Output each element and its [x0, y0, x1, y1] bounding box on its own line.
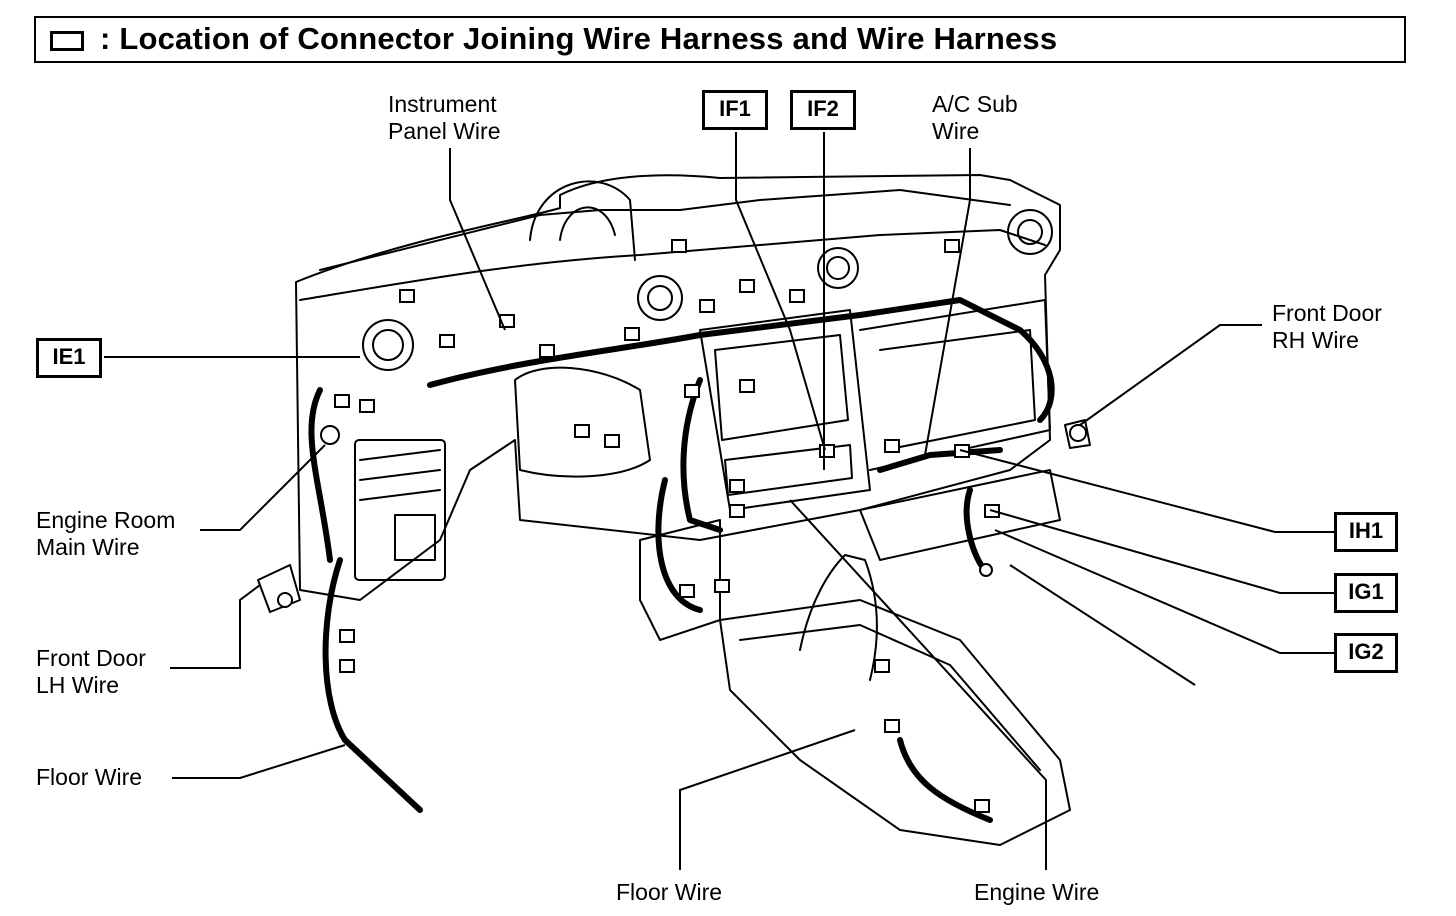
- page-title: : Location of Connector Joining Wire Har…: [100, 21, 1058, 56]
- title-box: : Location of Connector Joining Wire Har…: [34, 16, 1406, 63]
- center-console: [719, 599, 1071, 846]
- left-vent: [362, 319, 414, 371]
- label-floor-wire-bottom: Floor Wire: [616, 879, 723, 905]
- floor-harness-left: [322, 557, 423, 813]
- label-line: Engine Room: [36, 507, 176, 533]
- center-vent-left: [637, 275, 683, 321]
- label-instrument-panel-wire: Instrument Panel Wire: [388, 91, 500, 145]
- label-floor-wire-left: Floor Wire: [36, 764, 143, 790]
- shift-boot: [799, 554, 878, 681]
- label-line: Wire: [932, 118, 980, 144]
- leader-front-door-lh: [170, 584, 261, 669]
- leader-engine-wire: [789, 499, 1047, 870]
- label-front-door-lh-wire: Front Door LH Wire: [36, 645, 146, 699]
- connector-code-ig1: IG1: [1334, 573, 1398, 613]
- label-line: Front Door: [1272, 300, 1382, 326]
- leader-engine-room: [200, 444, 326, 531]
- leader-if1: [735, 132, 826, 451]
- center-harness: [680, 377, 723, 533]
- connector-code-if2: IF2: [790, 90, 856, 130]
- label-line: RH Wire: [1272, 327, 1359, 353]
- leader-instrument-panel: [449, 148, 506, 331]
- leader-floor-bottom: [679, 729, 856, 870]
- label-engine-wire: Engine Wire: [974, 879, 1100, 905]
- leader-front-door-rh: [1079, 324, 1262, 426]
- label-line: LH Wire: [36, 672, 120, 698]
- instrument-panel-harness: [427, 297, 1055, 423]
- right-vent: [1007, 209, 1053, 255]
- connector-code-ie1: IE1: [36, 338, 102, 378]
- label-line: Main Wire: [36, 534, 140, 560]
- connector-box-symbol-icon: [50, 31, 84, 51]
- ac-harness: [877, 447, 1003, 473]
- connector-code-ih1: IH1: [1334, 512, 1398, 552]
- label-ac-sub-wire: A/C Sub Wire: [932, 91, 1018, 145]
- dashboard-outline: [295, 174, 1061, 601]
- leader-floor-left: [172, 744, 346, 779]
- leader-ac-sub: [924, 148, 971, 456]
- meter-hood: [529, 180, 636, 261]
- label-front-door-rh-wire: Front Door RH Wire: [1272, 300, 1382, 354]
- center-stack: [699, 309, 871, 511]
- label-line: Instrument: [388, 91, 497, 117]
- leader-ig1: [989, 509, 1336, 594]
- leader-ig2: [994, 529, 1336, 654]
- center-vent-right: [817, 247, 859, 289]
- label-line: A/C Sub: [932, 91, 1018, 117]
- connector-code-if1: IF1: [702, 90, 768, 130]
- label-line: Front Door: [36, 645, 146, 671]
- label-engine-room-main-wire: Engine Room Main Wire: [36, 507, 175, 561]
- junction-block: [354, 439, 446, 581]
- leader-ih1: [959, 449, 1336, 533]
- connector-code-ig2: IG2: [1334, 633, 1398, 673]
- label-line: Panel Wire: [388, 118, 501, 144]
